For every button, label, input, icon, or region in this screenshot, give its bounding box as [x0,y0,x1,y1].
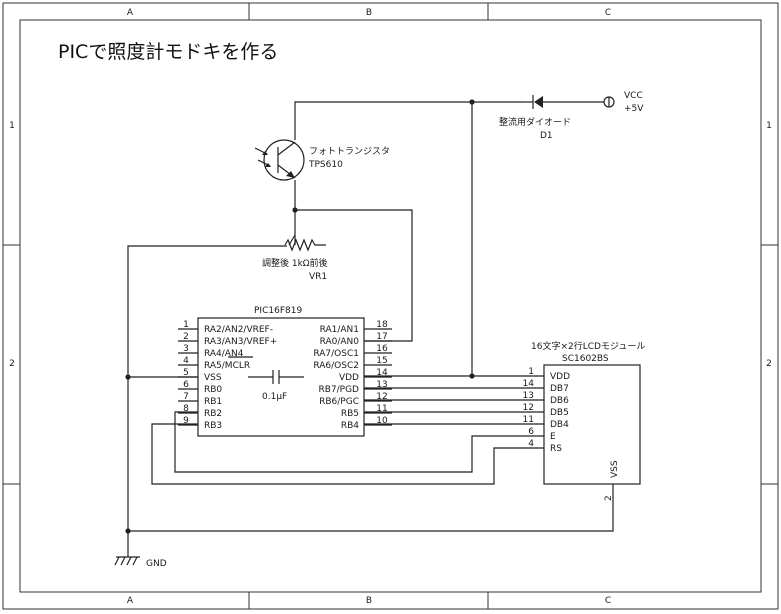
frame-col-b-top: B [366,8,372,18]
pic-pin-name: RA3/AN3/VREF+ [204,337,277,347]
pic-pin-number: 3 [183,344,189,354]
pic-pin-number: 14 [376,368,388,378]
page-title: PICで照度計モドキを作る [58,41,278,63]
frame-col-a-top: A [127,8,134,18]
frame-col-c-top: C [605,8,611,18]
capacitor-value: 0.1μF [262,392,287,402]
pic-pin-name: RB6/PGC [319,397,359,407]
lcd-pin-name: DB6 [550,396,569,406]
pic-pin-number: 13 [376,380,387,390]
vr1-ref: VR1 [309,272,327,282]
lcd-name: SC1602BS [562,354,609,364]
pic-pin-name: RB4 [341,421,359,431]
pic-pin-name: RB7/PGD [318,385,359,395]
lcd-pin-name: DB5 [550,408,569,418]
pic-pin-number: 8 [183,404,189,414]
pic-pin-number: 17 [376,332,387,342]
pic-pin-name: RA0/AN0 [320,337,360,347]
pic-pin-name: RB2 [204,409,222,419]
diode-ref: D1 [540,131,553,141]
pic-pin-number: 16 [376,344,388,354]
diode-symbol [523,95,604,109]
vr1-label: 調整後 1kΩ前後 [262,257,328,269]
lcd-pin-name: DB4 [550,420,569,430]
lcd-pin-name: DB7 [550,384,569,394]
diode-label: 整流用ダイオード [499,116,571,128]
pic-pin-number: 15 [376,356,387,366]
pic-pin-number: 11 [376,404,387,414]
lcd-pin-number: 1 [528,367,534,377]
pic-pin-name: VSS [204,373,222,383]
lcd-pin-name: VDD [550,372,570,382]
pic-pin-number: 12 [376,392,387,402]
pic-pin-number: 9 [183,416,189,426]
lcd-pin-name: RS [550,444,562,454]
lcd-pin-number: 12 [523,403,534,413]
frame-col-c-bottom: C [605,596,611,606]
lcd-pin-number: 4 [528,439,534,449]
pic-pin-number: 1 [183,320,189,330]
pic-pin-name: RB5 [341,409,359,419]
lcd-vss-num: 2 [604,495,614,501]
pic-pin-name: RA2/AN2/VREF- [204,325,273,335]
lcd-pin-number: 13 [523,391,534,401]
pic-name: PIC16F819 [254,306,302,316]
vcc-voltage: +5V [624,104,644,114]
vcc-name: VCC [624,91,643,101]
lcd-vss-name: VSS [610,460,620,478]
pic-pin-name: RA7/OSC1 [313,349,359,359]
lcd-pin-number: 6 [528,427,534,437]
pic-pin-number: 18 [376,320,388,330]
pic-pin-name: RB1 [204,397,222,407]
pic-pin-name: RA5/MCLR [204,361,250,371]
lcd-title: 16文字×2行LCDモジュール [531,340,645,352]
pic-pin-number: 6 [183,380,189,390]
frame-col-b-bottom: B [366,596,372,606]
pic-pin-number: 7 [183,392,189,402]
pic-pin-name: RB3 [204,421,222,431]
lcd-module [543,364,641,485]
frame-row-2-left: 2 [9,359,15,369]
pic-pin-number: 2 [183,332,189,342]
frame-row-2-right: 2 [766,359,772,369]
gnd-symbol [114,556,140,566]
junctions [125,99,475,534]
phototransistor-label: フォトトランジスタ [309,146,390,157]
pic-pin-name: RA1/AN1 [320,325,359,335]
pic-pin-name: RA4/AN4 [204,349,244,359]
gnd-label: GND [146,559,167,569]
lcd-pin-number: 14 [523,379,535,389]
pic-pin-name: VDD [339,373,359,383]
pic-pin-name: RB0 [204,385,222,395]
vr1-symbol [284,234,326,252]
frame-col-a-bottom: A [127,596,134,606]
lcd-pin-number: 11 [523,415,534,425]
lcd-pin-name: E [550,432,556,442]
pic-pin-number: 5 [183,368,189,378]
vcc-symbol [603,96,615,108]
pic-pin-number: 10 [376,416,388,426]
phototransistor-symbol [254,139,305,181]
frame-row-1-left: 1 [9,121,15,131]
pic-pin-name: RA6/OSC2 [313,361,359,371]
frame-row-1-right: 1 [766,121,772,131]
capacitor-symbol [248,370,304,384]
pic-pin-number: 4 [183,356,189,366]
phototransistor-part: TPS610 [308,160,343,170]
